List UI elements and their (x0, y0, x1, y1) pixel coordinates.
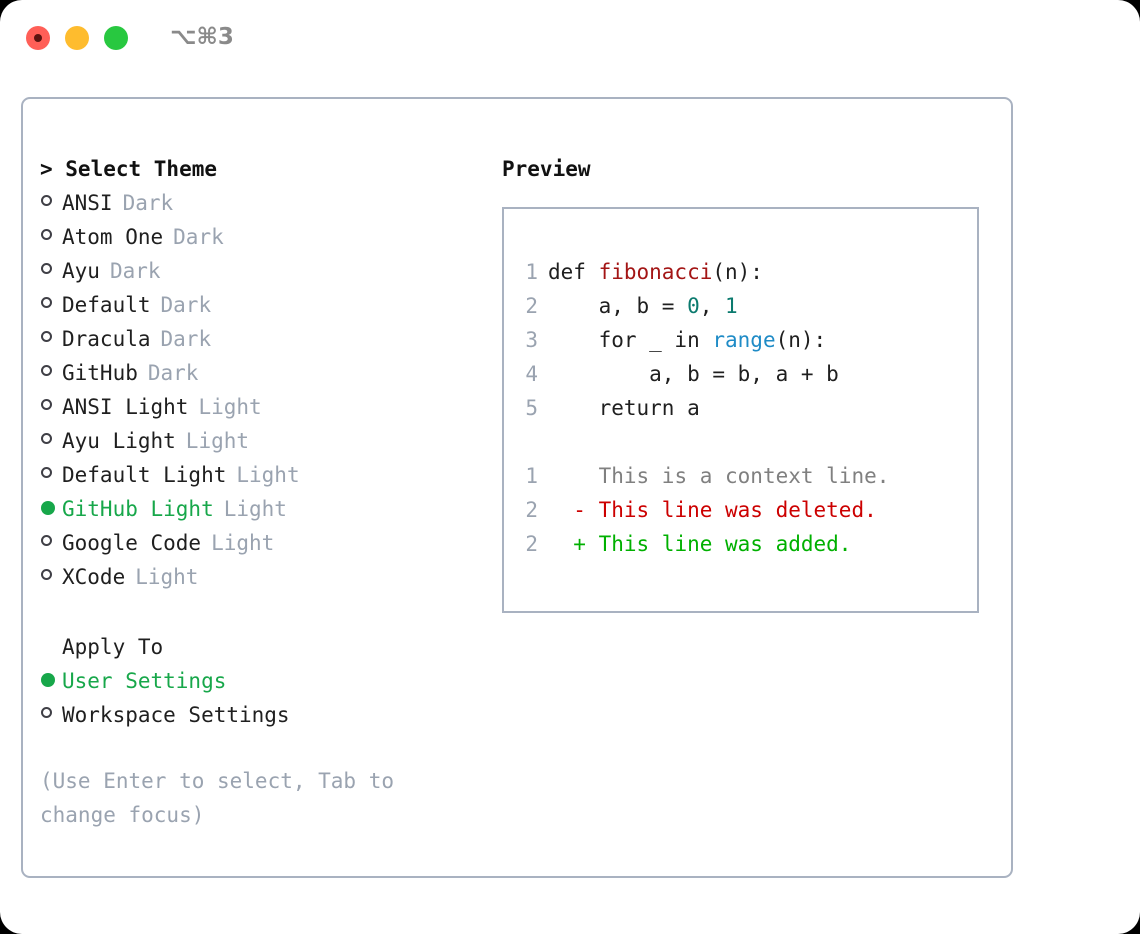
theme-variant-badge: Light (211, 531, 275, 555)
maximize-button[interactable] (104, 26, 128, 50)
code-spacer (516, 425, 973, 459)
code-token: 0 (687, 294, 700, 318)
code-line-text: def fibonacci(n): (548, 255, 763, 289)
diff-line: 2 - This line was deleted. (516, 493, 973, 527)
diff-line-text: This line was deleted. (585, 498, 877, 522)
code-line: 3 for _ in range(n): (516, 323, 973, 357)
code-token: for _ in (548, 328, 713, 352)
code-line: 2 a, b = 0, 1 (516, 289, 973, 323)
select-theme-heading: > Select Theme (40, 157, 218, 181)
theme-name: GitHub (62, 361, 138, 385)
line-number: 1 (525, 260, 538, 284)
theme-name: Ayu (62, 259, 100, 283)
keyboard-shortcut-label: ⌥⌘3 (170, 24, 234, 50)
line-number: 2 (525, 294, 538, 318)
theme-variant-badge: Dark (122, 191, 174, 215)
code-line: 4 a, b = b, a + b (516, 357, 973, 391)
theme-option-row[interactable]: Default Light Light (40, 458, 500, 492)
theme-option-row[interactable]: ANSI Dark (40, 186, 500, 220)
code-token: (n): (775, 328, 827, 352)
diff-line-number: 1 (525, 464, 538, 488)
theme-variant-badge: Dark (160, 293, 212, 317)
diff-line: 1 This is a context line. (516, 459, 973, 493)
code-line: 5 return a (516, 391, 973, 425)
theme-option-row[interactable]: Atom One Dark (40, 220, 500, 254)
keyboard-hint-text: (Use Enter to select, Tab to change focu… (40, 769, 395, 827)
theme-variant-badge: Light (198, 395, 262, 419)
code-token: 1 (725, 294, 738, 318)
theme-variant-badge: Light (236, 463, 300, 487)
minimize-button[interactable] (65, 26, 89, 50)
theme-name: XCode (62, 565, 126, 589)
theme-name: Default Light (62, 463, 227, 487)
diff-line: 2 + This line was added. (516, 527, 973, 561)
code-line-text: for _ in range(n): (548, 323, 827, 357)
theme-option-row[interactable]: Default Dark (40, 288, 500, 322)
theme-option-row[interactable]: Ayu Dark (40, 254, 500, 288)
code-line-text: a, b = 0, 1 (548, 289, 738, 323)
code-token: a, b = b, a + b (548, 362, 839, 386)
window-controls (26, 26, 128, 50)
theme-name: Dracula (62, 327, 151, 351)
title-bar: ⌥⌘3 (0, 0, 1140, 78)
diff-marker: - (548, 498, 586, 522)
line-number: 3 (525, 328, 538, 352)
code-line-text: a, b = b, a + b (548, 357, 839, 391)
preview-heading: Preview (502, 157, 591, 181)
theme-variant-badge: Light (135, 565, 199, 589)
theme-name: Default (62, 293, 151, 317)
diff-marker (548, 459, 586, 493)
theme-variant-badge: Dark (173, 225, 224, 249)
theme-variant-badge: Dark (147, 361, 199, 385)
diff-line-number: 2 (525, 532, 538, 556)
diff-marker: + (548, 532, 586, 556)
theme-name: GitHub Light (62, 497, 214, 521)
code-token: , (699, 294, 726, 318)
theme-option-row[interactable]: GitHub Light Light (40, 492, 500, 526)
code-line-text: return a (548, 391, 700, 425)
code-token: a, b = (548, 294, 688, 318)
diff-line-number: 2 (525, 498, 538, 522)
theme-name: Ayu Light (62, 429, 176, 453)
code-token: (n): (712, 260, 763, 284)
theme-option-row[interactable]: Dracula Dark (40, 322, 500, 356)
apply-to-option-label: User Settings (62, 669, 227, 693)
theme-name: Atom One (62, 225, 164, 249)
apply-to-option-row[interactable]: Workspace Settings (40, 698, 500, 732)
theme-name: ANSI Light (62, 395, 189, 419)
theme-option-row[interactable]: XCode Light (40, 560, 500, 594)
apply-to-option-label: Workspace Settings (62, 703, 290, 727)
theme-option-row[interactable]: GitHub Dark (40, 356, 500, 390)
theme-option-row[interactable]: ANSI Light Light (40, 390, 500, 424)
apply-to-heading: Apply To (62, 635, 164, 659)
theme-variant-badge: Dark (109, 259, 161, 283)
theme-variant-badge: Light (223, 497, 287, 521)
code-token: def (548, 260, 599, 284)
code-token: fibonacci (598, 260, 713, 284)
theme-name: Google Code (62, 531, 202, 555)
code-token: return a (548, 396, 700, 420)
code-line: 1 def fibonacci(n): (516, 255, 973, 289)
code-token: range (712, 328, 776, 352)
theme-variant-badge: Light (185, 429, 250, 453)
theme-name: ANSI (62, 191, 113, 215)
line-number: 4 (525, 362, 538, 386)
apply-to-option-row[interactable]: User Settings (40, 664, 500, 698)
close-button[interactable] (26, 26, 50, 50)
theme-variant-badge: Dark (160, 327, 212, 351)
diff-line-text: This line was added. (585, 532, 852, 556)
theme-option-row[interactable]: Google Code Light (40, 526, 500, 560)
diff-line-text: This is a context line. (585, 464, 890, 488)
theme-option-row[interactable]: Ayu Light Light (40, 424, 500, 458)
line-number: 5 (525, 396, 538, 420)
